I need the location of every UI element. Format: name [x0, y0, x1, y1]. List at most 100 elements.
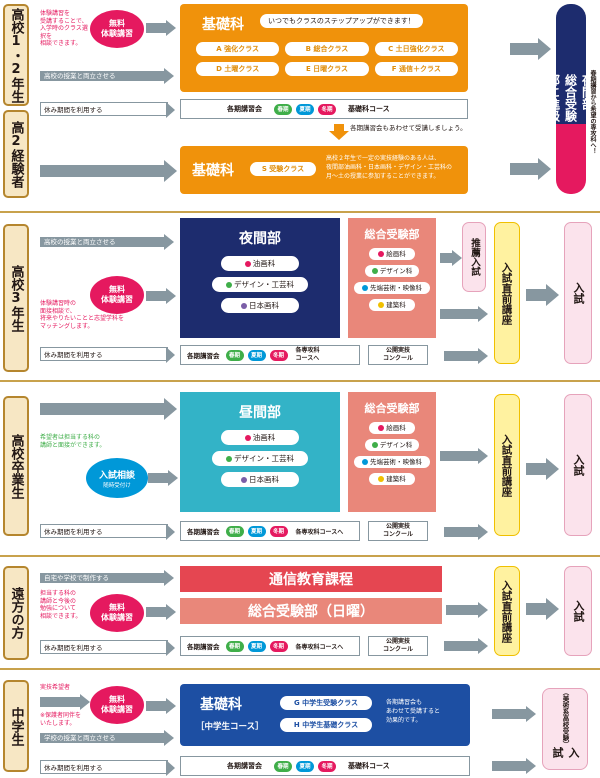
- seasonal-row-s4: 各期講習会 春期夏期冬期 各専攻科コースへ: [180, 636, 360, 656]
- junior-kiso-box: 基礎科 ［中学生コース］ G 中学生受験クラス H 中学生基礎クラス 各期講習会…: [180, 684, 470, 746]
- exam-box-s2: 入試: [564, 222, 592, 364]
- winter-badge: 冬期: [318, 103, 336, 115]
- arrow-koukai-s2: [444, 348, 490, 364]
- arrow-trial: [146, 20, 176, 36]
- chokuzen-box-s4: 入試直前講座: [494, 566, 520, 656]
- free-trial-badge-5: 無料 体験講習: [90, 686, 144, 724]
- koukai-box-s2: 公開実技 コンクール: [368, 345, 428, 365]
- arrow-holiday-4: 休み期間を利用する: [40, 640, 176, 656]
- chokuzen-box-s3: 入試直前講座: [494, 394, 520, 536]
- arrow-consult: [148, 470, 178, 486]
- seasonal-row-s1: 各期講習会 春期夏期冬期 基礎科コース: [180, 99, 468, 119]
- arrow-parallel-junior: 学校の授業と両立させる: [40, 730, 176, 746]
- winter-badge: 冬期: [318, 760, 336, 772]
- arrow-to-chokuzen-s4: [446, 602, 490, 618]
- category-label-junior: 中学生: [3, 680, 29, 772]
- sogo-advanced-3: 先端芸術・映像科: [354, 456, 430, 468]
- sogo-box-3: 総合受験部 絵画科 デザイン科 先端芸術・映像科 建築科: [348, 392, 436, 512]
- hiruma-box: 昼間部 油画科 デザイン・工芸科 日本画科: [180, 392, 340, 512]
- koukai-box-s3: 公開実技 コンクール: [368, 521, 428, 541]
- sogo-design-3: デザイン科: [365, 439, 419, 451]
- arrow-holiday-3: 休み期間を利用する: [40, 524, 176, 540]
- progress-box: 夜間部・総合受験部に進級: [547, 4, 595, 194]
- category-label-high3: 高校3年生: [3, 224, 29, 372]
- class-f: F 通信＋クラス: [374, 62, 458, 76]
- arrow-holiday-2: 休み期間を利用する: [40, 347, 176, 363]
- divider-3: [0, 555, 600, 557]
- exam-box-s3: 入試: [564, 394, 592, 536]
- summer-badge: 夏期: [296, 103, 314, 115]
- sogo-painting-3: 絵画科: [369, 422, 415, 434]
- arrow-to-chokuzen-s3: [440, 448, 490, 464]
- juken-title: 基礎科: [192, 163, 234, 179]
- sogo-arch: 建築科: [369, 299, 415, 311]
- arrow-to-progress-2: [510, 158, 552, 180]
- arrow-to-exam-s4: [526, 598, 560, 620]
- class-c: C 土日強化クラス: [374, 42, 458, 56]
- chokuzen-box-s2: 入試直前講座: [494, 222, 520, 364]
- junior-kiso-course: 基礎科コース: [348, 762, 390, 770]
- category-label-remote: 遠方の方: [3, 566, 29, 660]
- summer-badge: 夏期: [247, 640, 266, 652]
- arrow-to-exam-s5b: [492, 758, 538, 774]
- trial-note: 体験講習を 受講することで、 入学時のクラス選択を 相談できます。: [40, 10, 88, 47]
- arrow-to-chokuzen-s2: [440, 306, 490, 322]
- sogo-box: 総合受験部 絵画科 デザイン科 先端芸術・映像科 建築科: [348, 218, 436, 338]
- free-trial-badge-4: 無料 体験講習: [90, 594, 144, 632]
- class-a: A 強化クラス: [196, 42, 280, 56]
- seasonal-row-s3: 各期講習会 春期夏期冬期 各専攻科コースへ: [180, 521, 360, 541]
- category-label-high2-exp: 高2経験者: [3, 110, 29, 198]
- arrow-parallel-school: 高校の授業と両立させる: [40, 68, 176, 84]
- sogo-sunday-box: 総合受験部（日曜）: [180, 598, 442, 624]
- graduate-note: 希望者は担当する科の 講師と面接ができます。: [40, 434, 106, 449]
- arrow-to-exam-s2: [526, 284, 560, 306]
- course-design-3: デザイン・工芸科: [212, 451, 308, 466]
- seasonal-row-s2: 各期講習会 春期夏期冬期 各専攻科 コースへ: [180, 345, 360, 365]
- exam-box-s5: （美術系高校受験） 入試: [542, 688, 588, 770]
- class-b: B 総合クラス: [285, 42, 369, 56]
- arrow-to-exam-s5a: [492, 706, 538, 722]
- sogo-arch-3: 建築科: [369, 473, 415, 485]
- junior-kiso-note: 各期講習会も あわせて受講すると 効果的です。: [386, 699, 441, 724]
- arrow-wish: [40, 694, 92, 710]
- course-oil-3: 油画科: [221, 430, 299, 445]
- spring-badge: 春期: [274, 760, 292, 772]
- kiso-box: 基礎科 いつでもクラスのステップアップができます！ A 強化クラス B 総合クラ…: [180, 4, 468, 92]
- arrow-holiday-5: 休み期間を利用する: [40, 760, 176, 776]
- seasonal-note: 各期講習会もあわせて受講しましょう。: [350, 124, 467, 132]
- hiruma-title: 昼間部: [239, 405, 281, 421]
- arrow-koukai-s3: [444, 524, 490, 540]
- trial-note-2: 体験講習時の 面接相談で、 将来やりたいことと志望学科を マッチングします。: [40, 300, 125, 330]
- class-h: H 中学生基礎クラス: [280, 718, 372, 732]
- arrow-to-exam-s3: [526, 458, 560, 480]
- arrow-home-study: 自宅や学校で制作する: [40, 570, 176, 586]
- divider-4: [0, 668, 600, 670]
- arrow-high2-exp: [40, 160, 178, 182]
- tsushin-box: 通信教育課程: [180, 566, 442, 592]
- arrow-trial-2: [146, 288, 176, 304]
- class-d: D 土曜クラス: [196, 62, 280, 76]
- category-label-graduate: 高校卒業生: [3, 396, 29, 536]
- remote-note: 担当する科の 講師と今後の 勉強について 相談できます。: [40, 590, 82, 620]
- kiso-title: 基礎科: [202, 17, 244, 33]
- yakan-box: 夜間部 油画科 デザイン・工芸科 日本画科: [180, 218, 340, 338]
- winter-badge: 冬期: [269, 640, 288, 652]
- juken-box: 基礎科 S 受験クラス 高校２年生で一定の実技経験のある人は、 夜間部油画科・日…: [180, 146, 468, 194]
- consult-badge: 入試相談 随時受付け: [86, 458, 148, 498]
- course-japanese-3: 日本画科: [221, 472, 299, 487]
- category-label-high1-2: 高校1・2年生: [3, 4, 29, 106]
- senkou-label-3: 各専攻科コースへ: [295, 528, 344, 536]
- sogo-advanced: 先端芸術・映像科: [354, 282, 430, 294]
- koukai-box-s4: 公開実技 コンクール: [368, 636, 428, 656]
- arrow-parallel-school-2: 高校の授業と両立させる: [40, 234, 176, 250]
- sogo-title: 総合受験部: [364, 228, 420, 241]
- course-design: デザイン・工芸科: [212, 277, 308, 292]
- divider-1: [0, 211, 600, 213]
- summer-badge: 夏期: [296, 760, 314, 772]
- course-japanese: 日本画科: [221, 298, 299, 313]
- kiso-bubble: いつでもクラスのステップアップができます！: [260, 14, 423, 28]
- suisen-box: 推薦入試: [462, 222, 486, 292]
- spring-badge: 春期: [225, 349, 244, 361]
- spring-badge: 春期: [225, 640, 244, 652]
- divider-2: [0, 380, 600, 382]
